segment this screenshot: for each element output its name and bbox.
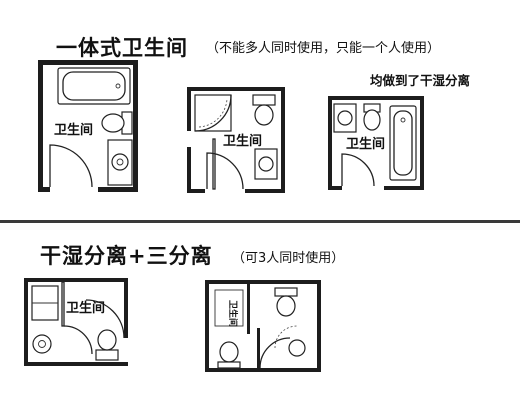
section1-note: （不能多人同时使用，只能一个人使用） [206, 41, 441, 56]
section2-title: 干湿分离+三分离 [40, 244, 213, 268]
floor-plan-1: 卫生间 [38, 60, 138, 192]
plan5-label: 卫生间 [227, 300, 239, 327]
plan2-label: 卫生间 [223, 133, 262, 149]
plan1-label: 卫生间 [54, 122, 93, 138]
floor-plan-3: 卫生间 [328, 96, 424, 190]
plan4-label: 卫生间 [66, 300, 105, 316]
section2-note: （可3人同时使用） [232, 251, 345, 266]
section1-title: 一体式卫生间 [56, 36, 188, 60]
floor-plan-4: 卫生间 [24, 278, 128, 366]
section1-side-note: 均做到了干湿分离 [370, 73, 471, 88]
section-divider [0, 220, 520, 223]
floor-plan-5: 卫生间 [205, 280, 321, 372]
plan3-label: 卫生间 [346, 136, 385, 152]
floor-plan-2: 卫生间 [187, 87, 285, 193]
